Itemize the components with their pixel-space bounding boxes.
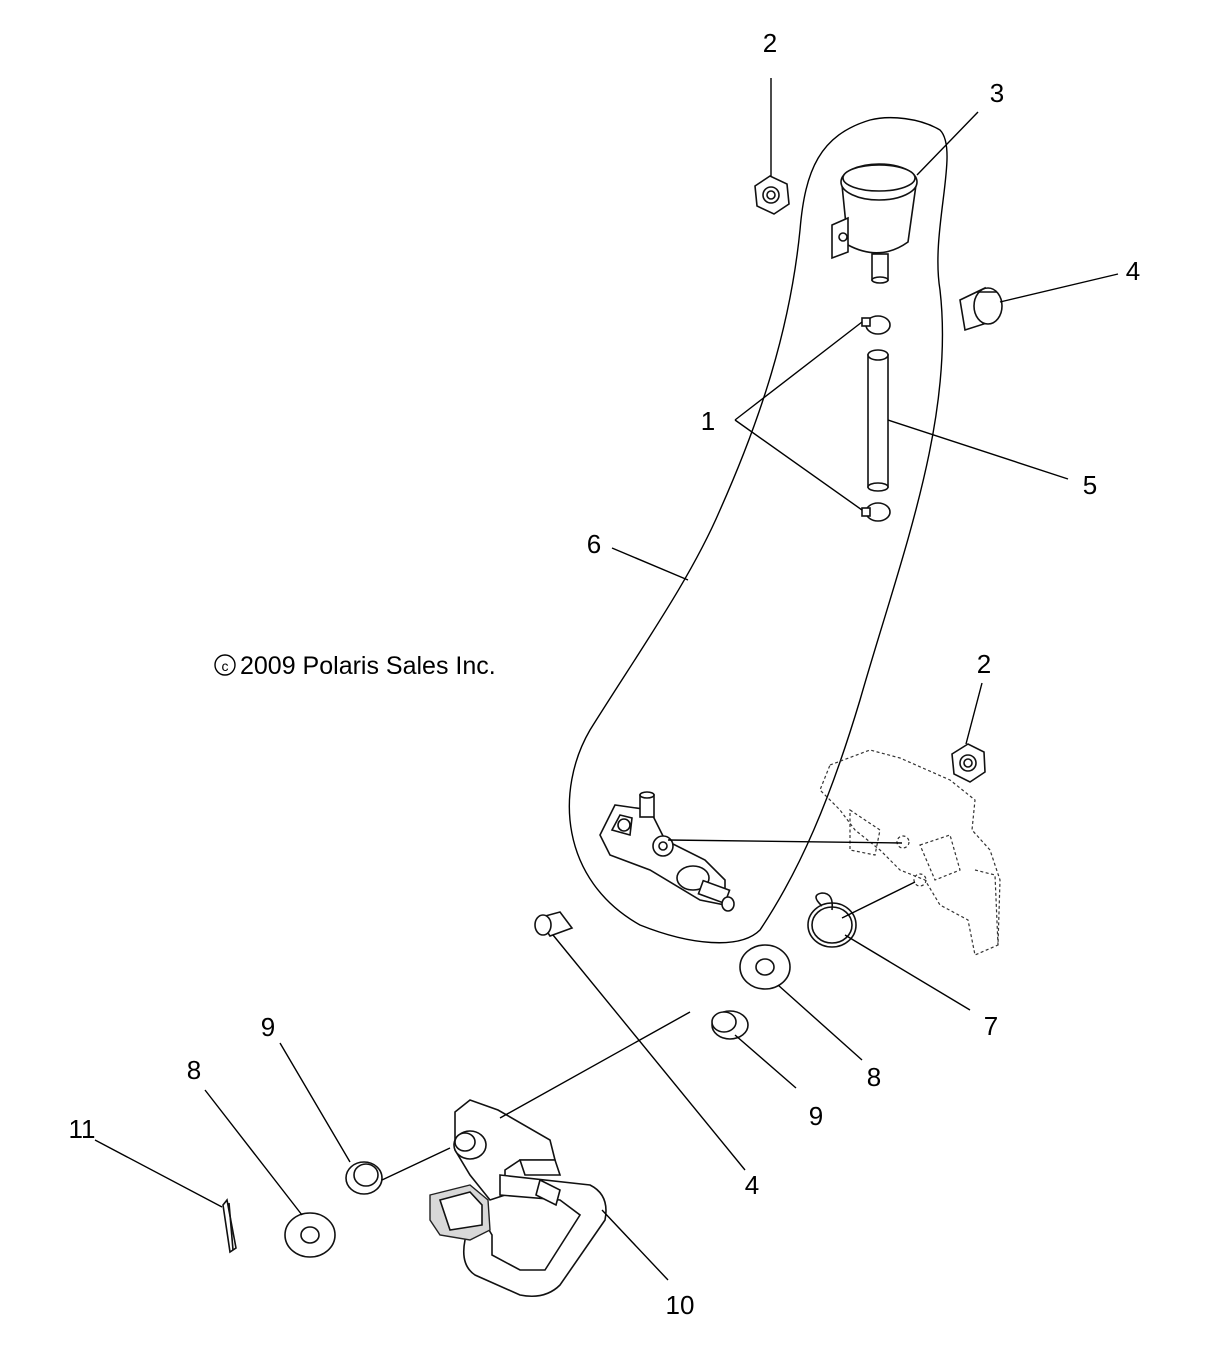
callout-1: 1 xyxy=(701,406,715,436)
bolt-bottom xyxy=(534,911,574,937)
bushing-right xyxy=(711,1010,749,1040)
callout-5: 5 xyxy=(1083,470,1097,500)
callout-4-bottom: 4 xyxy=(745,1170,759,1200)
master-cylinder xyxy=(599,791,735,912)
washer-left xyxy=(284,1212,336,1258)
callout-8-right: 8 xyxy=(867,1062,881,1092)
callout-10: 10 xyxy=(666,1290,695,1320)
hose-clamp-upper xyxy=(861,315,891,335)
callout-labels: 2 3 4 1 5 6 2 7 8 9 4 9 8 11 10 xyxy=(69,28,1141,1320)
brake-pedal xyxy=(429,1099,607,1298)
bolt-top xyxy=(959,286,1003,332)
spring-clip xyxy=(807,892,857,948)
hose xyxy=(867,349,889,492)
callout-2-right: 2 xyxy=(977,649,991,679)
washer-right xyxy=(739,944,791,990)
leader-lines xyxy=(94,78,1119,1281)
callout-11: 11 xyxy=(69,1114,96,1144)
callout-3: 3 xyxy=(990,78,1004,108)
bushing-left xyxy=(345,1161,383,1195)
hex-nut-top xyxy=(754,175,790,215)
hose-clamp-lower xyxy=(861,502,891,522)
fluid-reservoir xyxy=(831,163,918,284)
callout-9-left: 9 xyxy=(261,1012,275,1042)
cotter-pin xyxy=(222,1198,237,1254)
callout-7: 7 xyxy=(984,1011,998,1041)
callout-6: 6 xyxy=(587,529,601,559)
pedal-bracket-ghost xyxy=(819,749,1001,956)
callout-8-left: 8 xyxy=(187,1055,201,1085)
copyright-symbol: c xyxy=(222,658,229,674)
copyright-text: 2009 Polaris Sales Inc. xyxy=(240,652,496,680)
callout-2-top: 2 xyxy=(763,28,777,58)
callout-4-top: 4 xyxy=(1126,256,1140,286)
hex-nut-right xyxy=(951,743,986,783)
callout-9-right: 9 xyxy=(809,1101,823,1131)
assembly-outline xyxy=(568,117,948,944)
copyright-notice: c 2009 Polaris Sales Inc. xyxy=(214,652,496,680)
